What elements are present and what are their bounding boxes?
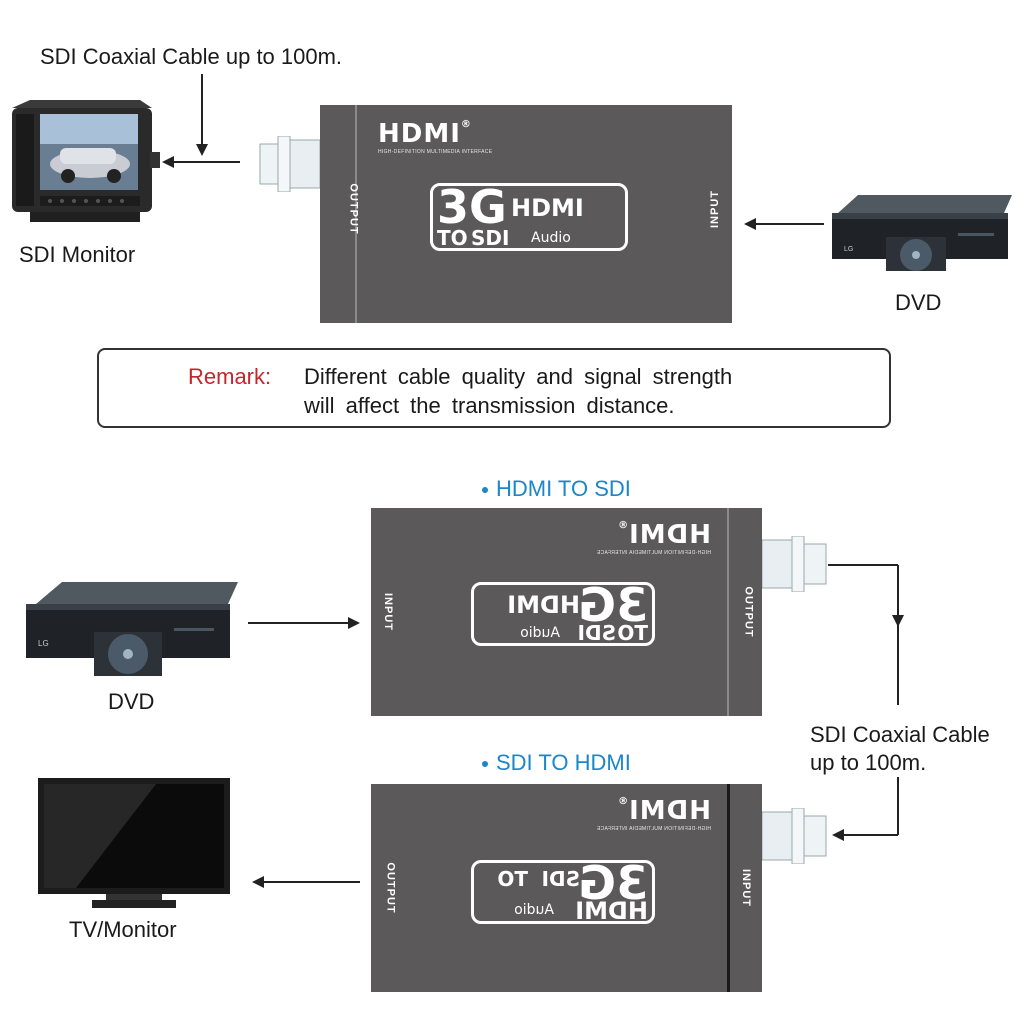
panel-divider — [727, 784, 730, 992]
brand-badge: 3G HDMI TO SDI Audio — [430, 183, 628, 251]
panel-divider — [727, 508, 729, 716]
tv-monitor-icon — [36, 776, 232, 910]
bnc-connector-icon — [761, 535, 828, 593]
panel-divider — [355, 105, 357, 323]
input-label: INPUT — [709, 190, 721, 228]
tv-monitor-label: TV/Monitor — [69, 917, 177, 942]
remark-line-1: Different cable quality and signal stren… — [304, 364, 733, 389]
bnc-connector-icon — [258, 135, 321, 193]
output-label: OUTPUT — [347, 183, 360, 235]
brand-badge: 3G HDMI TO SDI Audio — [471, 578, 655, 646]
input-label: INPUT — [740, 869, 752, 907]
dvd-to-input-arrow — [744, 218, 824, 230]
remark-box — [97, 348, 891, 428]
remark-label: Remark: — [188, 364, 272, 389]
sdi-monitor-label: SDI Monitor — [19, 242, 136, 267]
svg-text:LG: LG — [38, 639, 49, 648]
dvd-label-middle: DVD — [108, 689, 155, 714]
dvd-to-converter-arrow — [248, 617, 360, 629]
converter-to-tv-arrow — [252, 876, 360, 888]
cable-label-line-2: up to 100m. — [810, 750, 927, 775]
section-title-hdmi-to-sdi: HDMI TO SDI — [482, 476, 631, 502]
dvd-label-top: DVD — [895, 290, 942, 315]
hdmi-to-sdi-box: INPUT OUTPUT HDMI® HIGH-DEFINITION MULTI… — [371, 508, 762, 716]
top-left-arrows — [162, 74, 240, 168]
bnc-connector-icon — [761, 807, 828, 865]
output-label: OUTPUT — [742, 586, 755, 638]
cable-route-arrows — [828, 564, 904, 841]
sdi-to-hdmi-box: OUTPUT INPUT HDMI® HIGH-DEFINITION MULTI… — [371, 784, 762, 992]
bullet-icon — [482, 761, 488, 768]
hdmi-subtitle: HIGH-DEFINITION MULTIMEDIA INTERFACE — [596, 826, 711, 832]
sdi-monitor-icon — [10, 100, 160, 232]
section-title-sdi-to-hdmi: SDI TO HDMI — [482, 750, 631, 776]
hdmi-subtitle: HIGH-DEFINITION MULTIMEDIA INTERFACE — [596, 550, 711, 556]
input-label: INPUT — [382, 593, 394, 631]
bullet-icon — [482, 487, 488, 494]
dvd-player-icon: LG — [828, 193, 1014, 283]
hdmi-logo: HDMI® — [617, 520, 711, 550]
brand-badge: 3G SDI TO HDMI Audio — [471, 856, 655, 925]
output-label: OUTPUT — [384, 862, 397, 914]
hdmi-logo: HDMI® — [617, 796, 711, 826]
top-cable-label: SDI Coaxial Cable up to 100m. — [40, 44, 343, 69]
top-converter-box: OUTPUT INPUT HDMI® HIGH-DEFINITION MULTI… — [320, 105, 732, 323]
dvd-player-icon: LG — [22, 580, 240, 684]
hdmi-logo: HDMI® — [378, 119, 472, 149]
cable-label-line-1: SDI Coaxial Cable — [810, 722, 990, 747]
remark-line-2: will affect the transmission distance. — [304, 393, 675, 418]
hdmi-subtitle: HIGH-DEFINITION MULTIMEDIA INTERFACE — [378, 149, 493, 155]
svg-text:LG: LG — [844, 246, 853, 253]
